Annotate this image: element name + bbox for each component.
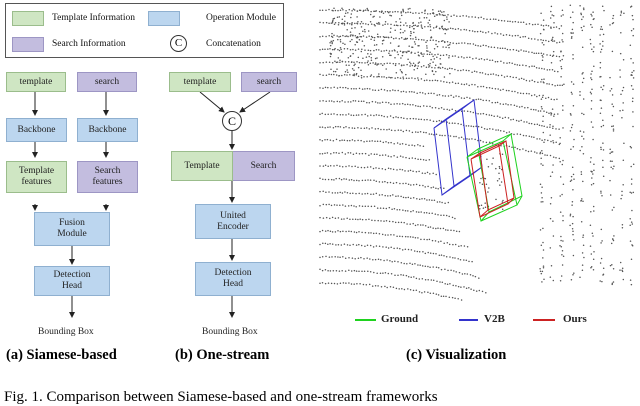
siamese-search-box: search [77,72,137,92]
onestream-bounding-box-label: Bounding Box [202,327,258,337]
concatenation-label: Concatenation [206,39,261,49]
template-features-line2: features [21,177,52,187]
siamese-backbone-left: Backbone [6,118,67,142]
onestream-detection-head: Detection Head [195,262,271,296]
ours-bounding-box [470,140,515,218]
search-features-line1: Search [94,166,121,176]
siamese-detection-line2: Head [61,281,83,291]
search-features-line2: features [92,177,123,187]
template-features-line1: Template [18,166,55,176]
visualization-caption: (c) Visualization [406,347,507,363]
v2b-legend-label: V2B [484,313,505,325]
template-info-label: Template Information [52,13,135,23]
legend-box: Template Information Operation Module Se… [5,3,284,58]
siamese-detection-head: Detection Head [34,266,110,296]
siamese-template-box: template [6,72,66,92]
figure-caption: Fig. 1. Comparison between Siamese-based… [4,389,438,405]
onestream-template-box: template [169,72,231,92]
siamese-backbone-right: Backbone [77,118,138,142]
operation-module-label: Operation Module [206,13,276,23]
ground-bounding-box [466,133,523,222]
onestream-detection-line1: Detection [214,268,252,278]
siamese-fusion-module: Fusion Module [34,212,110,246]
siamese-detection-line1: Detection [53,270,91,280]
search-info-swatch [12,37,44,52]
concat-symbol-icon: C [170,35,187,52]
siamese-search-features: Search features [77,161,138,193]
siamese-bounding-box-label: Bounding Box [38,327,94,337]
template-info-swatch [12,11,44,26]
encoder-line1: United [220,210,246,221]
onestream-search-box: search [241,72,297,92]
onestream-search-token: Search [233,151,295,181]
search-info-label: Search Information [52,39,126,49]
siamese-template-features: Template features [6,161,67,193]
siamese-caption: (a) Siamese-based [6,347,117,363]
onestream-template-token: Template [171,151,233,181]
onestream-united-encoder: United Encoder [195,204,271,239]
ours-legend-label: Ours [563,313,587,325]
fusion-line1: Fusion [59,218,85,228]
fusion-line2: Module [57,229,87,239]
onestream-caption: (b) One-stream [175,347,270,363]
encoder-line2: Encoder [217,221,249,232]
ground-legend-label: Ground [381,313,419,325]
onestream-detection-line2: Head [222,279,244,289]
concat-circle-icon: C [222,111,242,131]
operation-module-swatch [148,11,180,26]
